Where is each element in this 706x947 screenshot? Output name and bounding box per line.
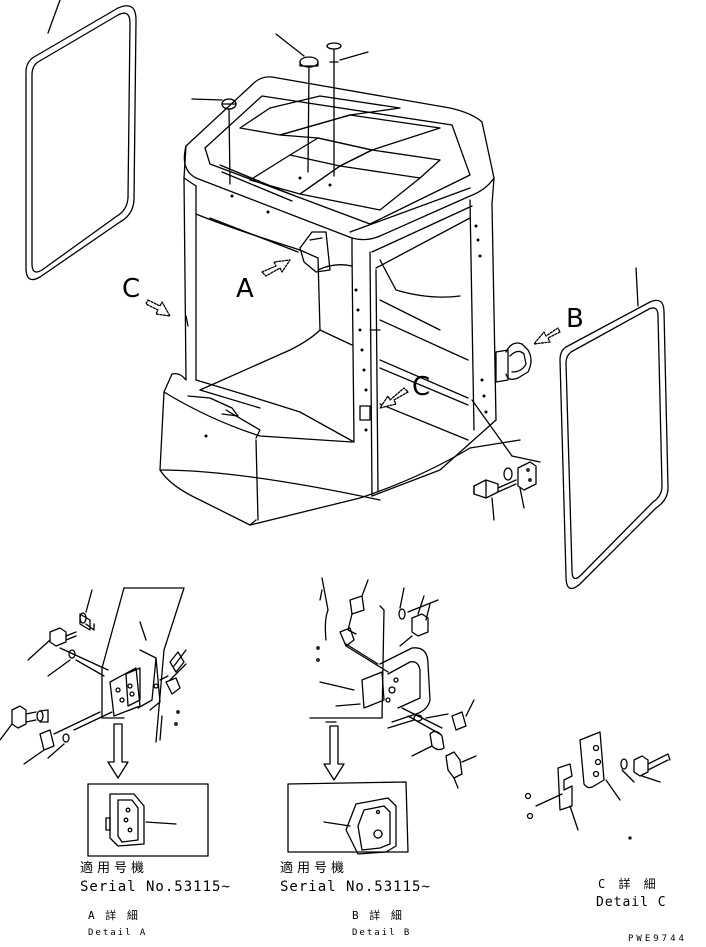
detail-c-view bbox=[524, 731, 671, 840]
view-arrow-c-right bbox=[379, 387, 409, 409]
detail-b-title-en: Detail B bbox=[352, 928, 412, 938]
detail-a-applicable-label: 適用号機 bbox=[80, 861, 149, 876]
arrow-down-b bbox=[323, 725, 345, 781]
detail-b-title-jp: B 詳 細 bbox=[352, 909, 404, 922]
detail-b-exploded bbox=[309, 577, 477, 789]
detail-a-exploded bbox=[0, 587, 187, 765]
window-glass-right bbox=[559, 267, 669, 590]
arrow-down-a bbox=[107, 723, 129, 779]
detail-c-title-en: Detail C bbox=[596, 895, 667, 910]
callout-leaders bbox=[185, 315, 381, 331]
detail-a-serial: Serial No.53115~ bbox=[80, 879, 231, 895]
detail-b-applicable-label: 適用号機 bbox=[280, 861, 349, 876]
drawing-code: PWE9744 bbox=[628, 934, 687, 944]
detail-c-title-jp: C 詳 細 bbox=[598, 877, 659, 891]
window-glass-left bbox=[25, 0, 137, 281]
cab-frame bbox=[159, 76, 532, 526]
detail-b-serial: Serial No.53115~ bbox=[280, 879, 431, 895]
detail-a-view bbox=[87, 783, 209, 857]
callout-c-right: C bbox=[412, 372, 431, 402]
view-arrow-b bbox=[533, 327, 561, 345]
detail-a-title-jp: A 詳 細 bbox=[88, 909, 140, 922]
detail-a-title-en: Detail A bbox=[88, 928, 148, 938]
callout-c-left: C bbox=[122, 274, 141, 304]
detail-b-view bbox=[287, 781, 409, 855]
callout-b: B bbox=[566, 304, 584, 334]
roof-plug-parts bbox=[191, 33, 369, 185]
view-arrow-a bbox=[261, 259, 291, 277]
bolt-assembly-main bbox=[471, 399, 541, 521]
callout-a: A bbox=[236, 274, 254, 304]
view-arrow-c-left bbox=[145, 299, 171, 317]
